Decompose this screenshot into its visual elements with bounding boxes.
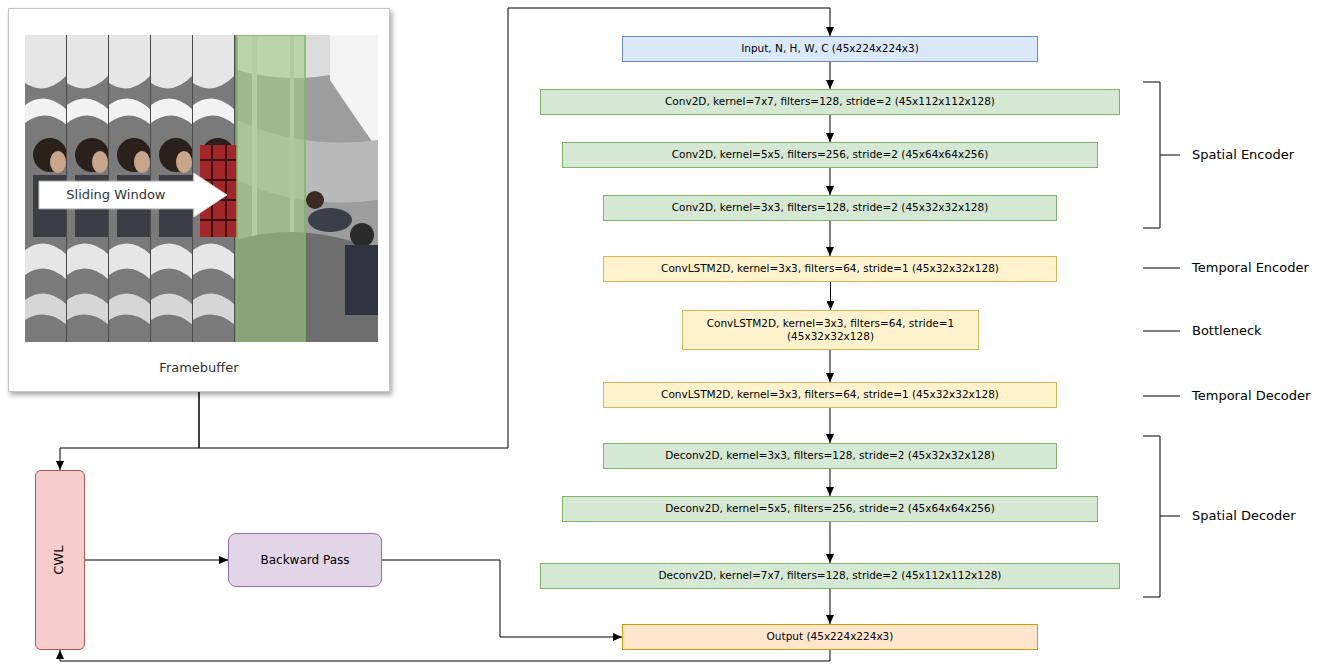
connector-arrow [830, 408, 831, 443]
box-label: Conv2D, kernel=7x7, filters=128, stride=… [665, 95, 995, 108]
frame-illustration [25, 35, 378, 342]
box-label: ConvLSTM2D, kernel=3x3, filters=64, stri… [690, 317, 971, 343]
window-highlight [237, 35, 305, 342]
panel-ground [8, 8, 390, 392]
connector-arrow [830, 522, 831, 563]
connector-arrow [830, 469, 831, 496]
group-label: Temporal Decoder [1192, 388, 1310, 404]
connector-arrow [60, 650, 830, 661]
deconv-layer-box: Deconv2D, kernel=7x7, filters=128, strid… [540, 563, 1120, 589]
box-label: Deconv2D, kernel=7x7, filters=128, strid… [659, 569, 1002, 582]
deconv-layer-box: Deconv2D, kernel=3x3, filters=128, strid… [603, 443, 1057, 469]
box-label: Deconv2D, kernel=5x5, filters=256, strid… [665, 502, 995, 515]
conv-layer-box: Conv2D, kernel=3x3, filters=128, stride=… [603, 195, 1057, 221]
connector-arrow [830, 350, 831, 382]
box-label: Conv2D, kernel=5x5, filters=256, stride=… [672, 148, 989, 161]
box-label: CWL [52, 545, 68, 574]
bracket [1143, 436, 1180, 597]
connector-arrow [85, 560, 228, 561]
arrow-outline [39, 173, 227, 217]
group-label: Spatial Encoder [1192, 147, 1294, 163]
bracket [1143, 82, 1180, 228]
box-label: Conv2D, kernel=3x3, filters=128, stride=… [672, 201, 989, 214]
convlstm-layer-box: ConvLSTM2D, kernel=3x3, filters=64, stri… [603, 256, 1057, 282]
group-brackets [1143, 82, 1180, 597]
tick-line [1143, 268, 1180, 269]
box-label: Output (45x224x224x3) [767, 630, 894, 643]
connector-arrow [830, 115, 831, 142]
connector-arrow [830, 168, 831, 195]
box-label: ConvLSTM2D, kernel=3x3, filters=64, stri… [661, 388, 999, 401]
deconv-layer-box: Deconv2D, kernel=5x5, filters=256, strid… [562, 496, 1098, 522]
conv-layer-box: Conv2D, kernel=7x7, filters=128, stride=… [540, 89, 1120, 115]
group-label: Temporal Encoder [1192, 260, 1309, 276]
input-box: Input, N, H, W, C (45x224x224x3) [622, 36, 1038, 62]
box-label: Input, N, H, W, C (45x224x224x3) [741, 42, 919, 55]
panel-caption: Framebuffer [159, 360, 238, 376]
box-label: Backward Pass [260, 553, 349, 568]
process-box: Backward Pass [228, 533, 382, 587]
connector-arrow [830, 62, 831, 89]
connector-arrow [830, 282, 831, 310]
group-label: Spatial Decoder [1192, 508, 1296, 524]
tick-line [1143, 331, 1180, 332]
tick-line [1143, 396, 1180, 397]
group-label: Bottleneck [1192, 323, 1262, 339]
output-box: Output (45x224x224x3) [622, 624, 1038, 650]
box-label: Deconv2D, kernel=3x3, filters=128, strid… [665, 449, 995, 462]
loss-box: CWL [35, 470, 85, 650]
conv-layer-box: Conv2D, kernel=5x5, filters=256, stride=… [562, 142, 1098, 168]
connector-arrow [60, 392, 199, 470]
convlstm-layer-box: ConvLSTM2D, kernel=3x3, filters=64, stri… [603, 382, 1057, 408]
connector-arrow [830, 589, 831, 624]
sliding-window-arrow: Sliding Window [38, 172, 228, 218]
box-label: ConvLSTM2D, kernel=3x3, filters=64, stri… [661, 262, 999, 275]
convlstm-layer-box: ConvLSTM2D, kernel=3x3, filters=64, stri… [682, 310, 979, 350]
arrow-label: Sliding Window [66, 187, 165, 203]
framebuffer-panel: Framebuffer Sliding Window [8, 8, 390, 392]
connector-arrow [830, 221, 831, 256]
